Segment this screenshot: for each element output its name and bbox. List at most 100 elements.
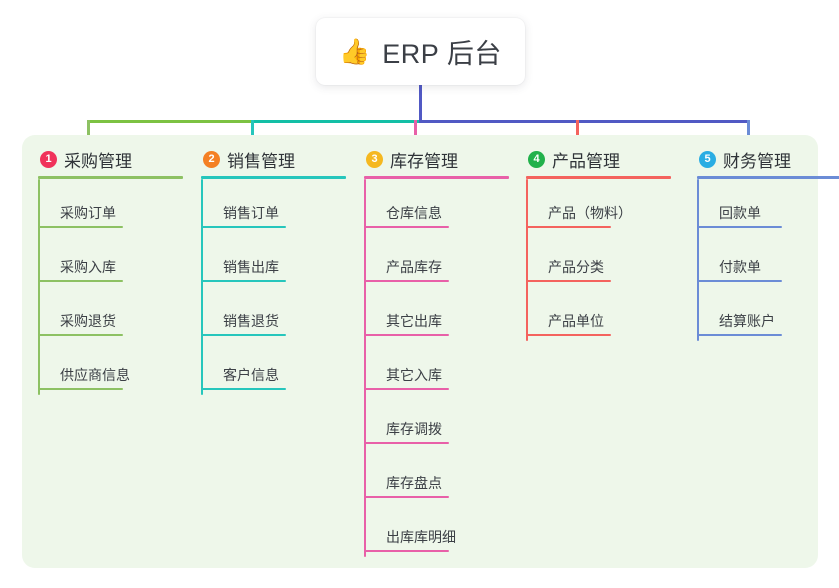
branch-header-1[interactable]: 1 采购管理 <box>38 147 188 171</box>
branch-item[interactable]: 库存盘点 <box>364 449 514 503</box>
branch-stem-line <box>364 179 366 557</box>
branch-item[interactable]: 出库库明细 <box>364 503 514 557</box>
branch-item-label: 库存盘点 <box>386 475 442 491</box>
branch-item-label: 出库库明细 <box>386 529 456 545</box>
branch-header-5[interactable]: 5 财务管理 <box>697 147 839 171</box>
branch-item[interactable]: 销售订单 <box>201 179 351 233</box>
branch-title: 财务管理 <box>723 151 791 171</box>
bus-segment-left <box>87 120 253 123</box>
branch-item[interactable]: 产品库存 <box>364 233 514 287</box>
branch-item-label: 仓库信息 <box>386 205 442 221</box>
diagram-panel <box>22 135 818 568</box>
branch-item[interactable]: 采购退货 <box>38 287 188 341</box>
branch-item-rule <box>364 442 449 444</box>
branch-item-rule <box>364 334 449 336</box>
branch-item-rule <box>364 388 449 390</box>
branch-item-rule <box>697 226 782 228</box>
branch-stem-line <box>526 179 528 341</box>
branch-item[interactable]: 付款单 <box>697 233 839 287</box>
branch-header-rule <box>201 176 346 179</box>
branch-item-list: 回款单付款单结算账户 <box>697 179 839 341</box>
branch-item-label: 库存调拨 <box>386 421 442 437</box>
branch-item-rule <box>201 280 286 282</box>
drop-leg-2 <box>251 120 254 147</box>
branch-item-list: 销售订单销售出库销售退货客户信息 <box>201 179 351 395</box>
branch-item-rule <box>526 280 611 282</box>
drop-leg-4 <box>576 120 579 147</box>
branch-item-label: 付款单 <box>719 259 761 275</box>
drop-leg-1 <box>87 120 90 147</box>
branch-header-rule <box>526 176 671 179</box>
branch-item[interactable]: 采购订单 <box>38 179 188 233</box>
branch-item-rule <box>38 388 123 390</box>
branch-item-label: 其它出库 <box>386 313 442 329</box>
branch-item[interactable]: 产品单位 <box>526 287 676 341</box>
branch-item-rule <box>38 280 123 282</box>
branch-item-rule <box>526 334 611 336</box>
root-node-card[interactable]: 👍 ERP 后台 <box>316 18 525 85</box>
drop-leg-3 <box>414 120 417 147</box>
branch-column-1: 1 采购管理采购订单采购入库采购退货供应商信息 <box>38 147 188 395</box>
branch-item-rule <box>364 496 449 498</box>
branch-title: 产品管理 <box>552 151 620 171</box>
branch-item-label: 产品（物料） <box>548 205 632 221</box>
branch-column-3: 3 库存管理仓库信息产品库存其它出库其它入库库存调拨库存盘点出库库明细 <box>364 147 514 557</box>
branch-item-label: 产品分类 <box>548 259 604 275</box>
branch-item-label: 销售订单 <box>223 205 279 221</box>
branch-item-label: 结算账户 <box>719 313 775 329</box>
branch-header-rule <box>38 176 183 179</box>
branch-item-label: 采购退货 <box>60 313 116 329</box>
branch-item-label: 回款单 <box>719 205 761 221</box>
branch-header-rule <box>697 176 839 179</box>
branch-item-rule <box>364 280 449 282</box>
branch-header-rule <box>364 176 509 179</box>
branch-item-label: 销售退货 <box>223 313 279 329</box>
branch-title: 采购管理 <box>64 151 132 171</box>
branch-number-badge: 3 <box>366 150 383 168</box>
branch-item[interactable]: 产品（物料） <box>526 179 676 233</box>
branch-column-5: 5 财务管理回款单付款单结算账户 <box>697 147 839 341</box>
branch-item-label: 采购订单 <box>60 205 116 221</box>
branch-item[interactable]: 其它出库 <box>364 287 514 341</box>
branch-item[interactable]: 产品分类 <box>526 233 676 287</box>
branch-stem-line <box>38 179 40 395</box>
branch-item-label: 客户信息 <box>223 367 279 383</box>
thumbs-up-icon: 👍 <box>339 37 371 66</box>
branch-number-badge: 4 <box>528 150 545 168</box>
branch-item[interactable]: 销售出库 <box>201 233 351 287</box>
branch-item-list: 采购订单采购入库采购退货供应商信息 <box>38 179 188 395</box>
branch-number-badge: 2 <box>203 150 220 168</box>
branch-stem-line <box>697 179 699 341</box>
branch-number-badge: 1 <box>40 150 57 168</box>
branch-header-4[interactable]: 4 产品管理 <box>526 147 676 171</box>
branch-item[interactable]: 结算账户 <box>697 287 839 341</box>
branch-item-rule <box>697 334 782 336</box>
branch-item-rule <box>38 334 123 336</box>
branch-column-4: 4 产品管理产品（物料） 产品分类产品单位 <box>526 147 676 341</box>
branch-item-rule <box>526 226 611 228</box>
branch-title: 销售管理 <box>227 151 295 171</box>
branch-item-rule <box>697 280 782 282</box>
branch-item-rule <box>201 334 286 336</box>
branch-header-3[interactable]: 3 库存管理 <box>364 147 514 171</box>
branch-item-rule <box>38 226 123 228</box>
branch-item[interactable]: 采购入库 <box>38 233 188 287</box>
branch-item-label: 产品单位 <box>548 313 604 329</box>
branch-item[interactable]: 其它入库 <box>364 341 514 395</box>
branch-item-label: 其它入库 <box>386 367 442 383</box>
branch-item[interactable]: 销售退货 <box>201 287 351 341</box>
branch-stem-line <box>201 179 203 395</box>
bus-segment-right <box>419 120 750 123</box>
branch-number-badge: 5 <box>699 150 716 168</box>
branch-item[interactable]: 仓库信息 <box>364 179 514 233</box>
branch-item[interactable]: 客户信息 <box>201 341 351 395</box>
trunk-line-vertical <box>419 85 422 123</box>
branch-item[interactable]: 库存调拨 <box>364 395 514 449</box>
branch-item[interactable]: 回款单 <box>697 179 839 233</box>
branch-title: 库存管理 <box>390 151 458 171</box>
branch-item[interactable]: 供应商信息 <box>38 341 188 395</box>
branch-header-2[interactable]: 2 销售管理 <box>201 147 351 171</box>
branch-item-rule <box>201 226 286 228</box>
root-node-title: ERP 后台 <box>382 39 502 69</box>
drop-leg-5 <box>747 120 750 147</box>
